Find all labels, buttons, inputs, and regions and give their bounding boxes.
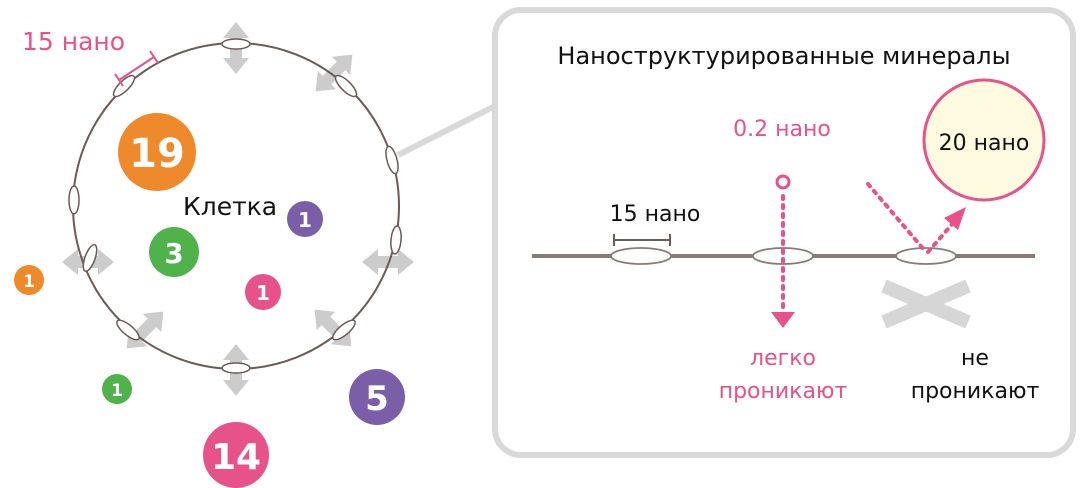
- large-particle: [922, 78, 1046, 202]
- pore: [221, 362, 251, 374]
- pore-size-bracket: [114, 50, 159, 87]
- particle-3: 3: [149, 227, 199, 277]
- particle-1-pink-inside: 1: [245, 274, 281, 310]
- membrane-pores: [68, 38, 402, 374]
- zoom-panel: Наноструктурированные минералы 15 нано 0…: [492, 7, 1076, 458]
- particle-14: 14: [203, 422, 269, 488]
- particle-label: 5: [365, 379, 389, 419]
- block-x-icon: [881, 279, 971, 329]
- zoom-connector: [396, 103, 497, 158]
- particle-label: 14: [211, 437, 261, 478]
- pore: [385, 145, 399, 175]
- small-particle-icon: [775, 174, 791, 190]
- panel-title: Наноструктурированные минералы: [557, 42, 1010, 70]
- panel-pore-bracket: [613, 234, 671, 246]
- panel-pore-label: 15 нано: [610, 202, 701, 227]
- bounce-path-in: [866, 182, 928, 254]
- particle-5: 5: [349, 369, 405, 425]
- particle-label: 1: [298, 208, 312, 232]
- particle-label: 1: [23, 272, 35, 292]
- particle-label: 3: [164, 237, 183, 270]
- panel-pores: [610, 247, 957, 265]
- arrow-right-icon: [362, 249, 414, 275]
- particle-1-green-outside: 1: [102, 374, 132, 404]
- pass-label-line2: проникают: [719, 379, 848, 404]
- block-label-line1: не: [961, 346, 989, 371]
- bounce-path-out: [926, 220, 956, 254]
- pore: [116, 319, 140, 341]
- bounce-arrow-icon: [944, 207, 966, 230]
- particle-label: 1: [256, 281, 270, 305]
- pass-arrow-icon: [771, 312, 795, 328]
- pore: [390, 225, 402, 255]
- pore: [610, 247, 672, 265]
- cell-label: Клетка: [183, 192, 277, 221]
- pore: [221, 38, 251, 50]
- pore: [68, 185, 80, 215]
- pass-label-line1: легко: [750, 346, 816, 371]
- particle-label: 19: [129, 131, 185, 177]
- pore: [82, 243, 98, 273]
- particle-19: 19: [118, 113, 196, 191]
- particle-label: 1: [111, 381, 123, 401]
- block-label-line2: проникают: [911, 379, 1040, 404]
- membrane-pore-label: 15 нано: [22, 27, 125, 56]
- small-particle-label: 0.2 нано: [733, 117, 831, 142]
- particle-1-orange-outside: 1: [14, 265, 44, 295]
- pore: [332, 319, 356, 341]
- cell-group: 15 нано 19 3 1 1 1 1 5: [14, 22, 414, 488]
- pore: [334, 74, 358, 98]
- pore: [895, 247, 957, 265]
- large-particle-label: 20 нано: [939, 131, 1030, 156]
- particle-1-purple-inside: 1: [287, 201, 323, 237]
